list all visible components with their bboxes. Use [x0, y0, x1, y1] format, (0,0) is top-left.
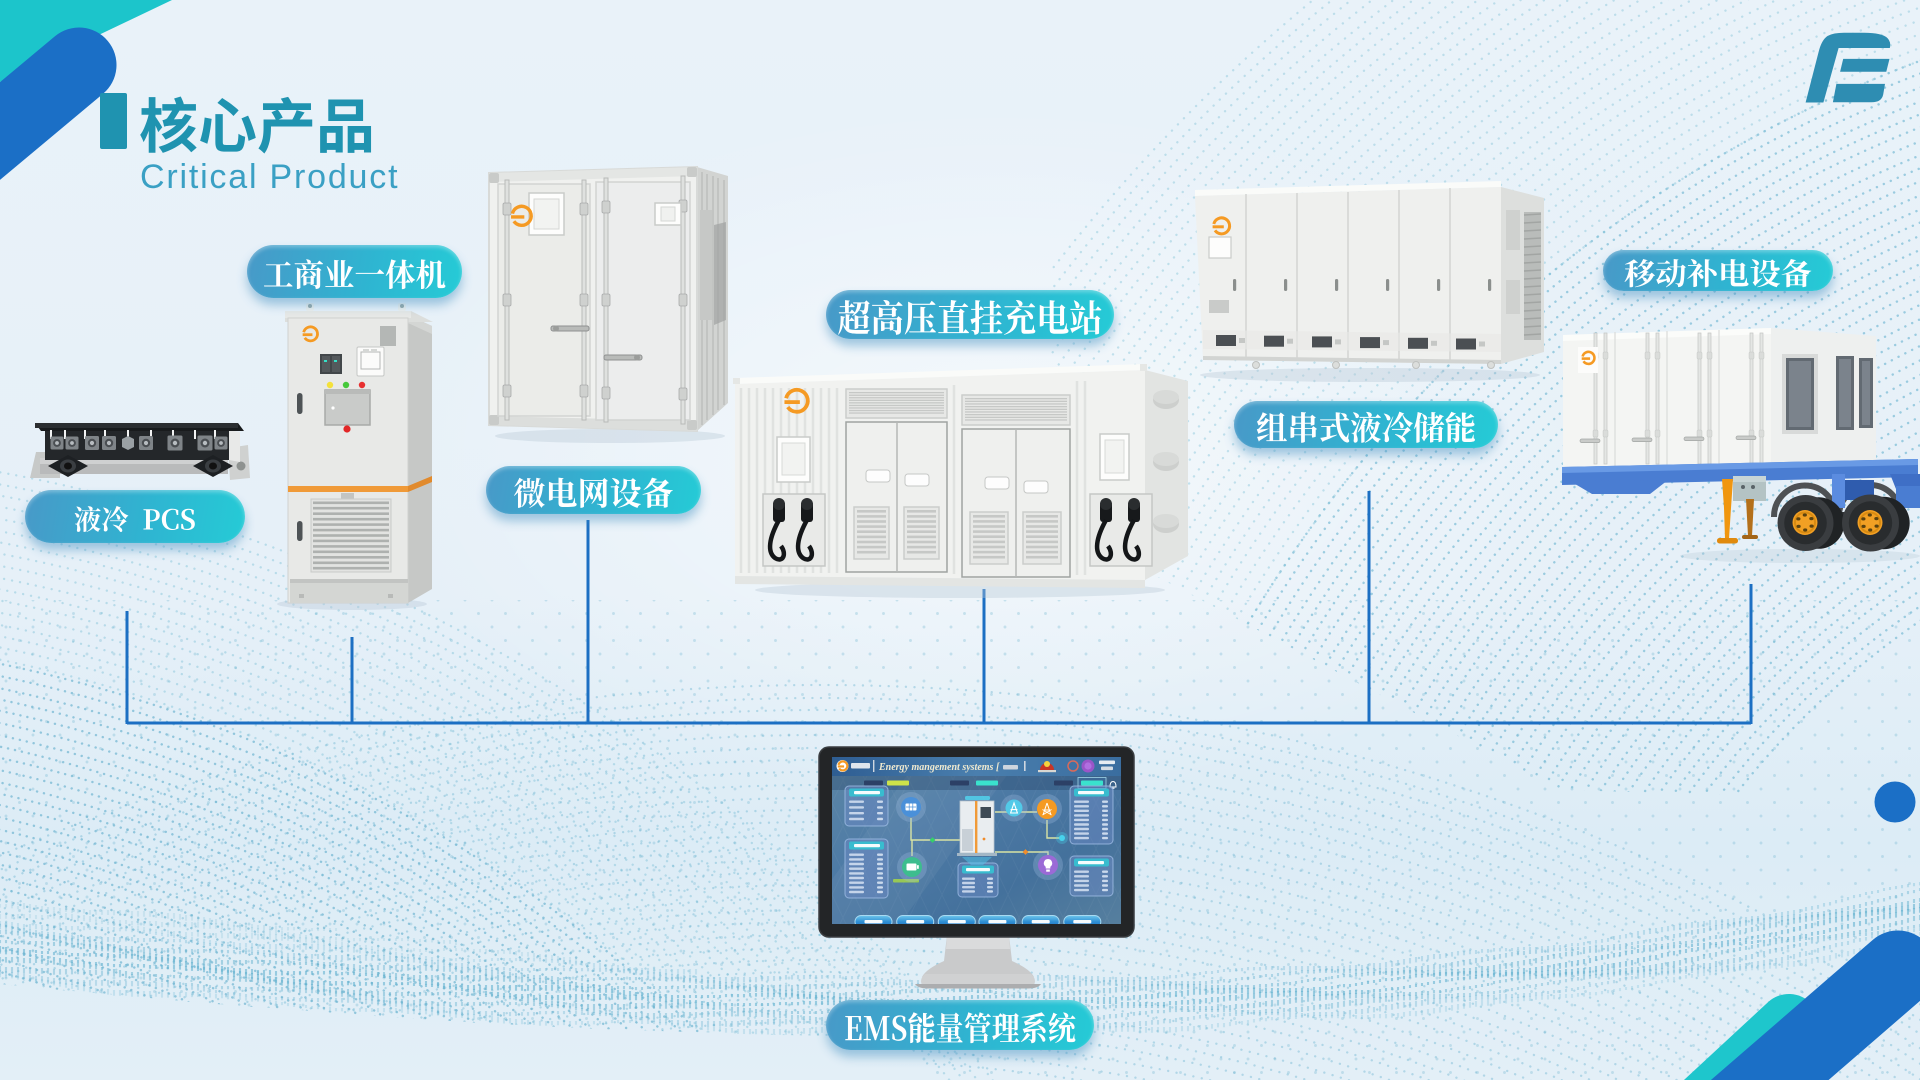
svg-text:Energy mangement systems [: Energy mangement systems [ — [878, 762, 1000, 773]
